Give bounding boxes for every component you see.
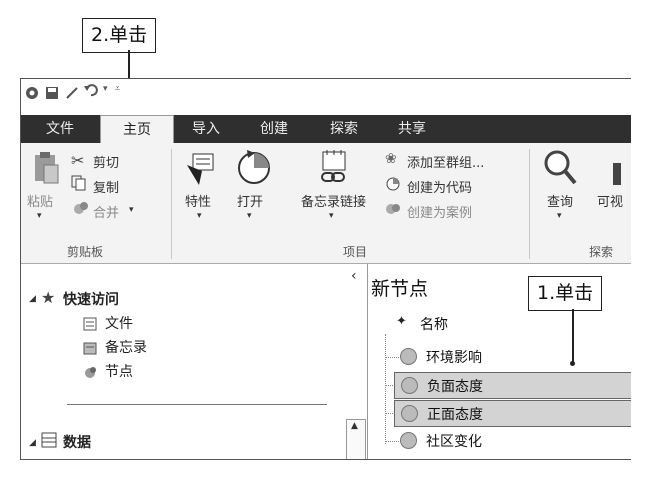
nav-data[interactable]: 数据 [63, 435, 91, 451]
expand-arrow-icon[interactable]: ◢ [29, 294, 36, 304]
memo-link-dropdown-icon[interactable]: ▾ [329, 211, 334, 221]
callout-step-2: 2.单击 [82, 18, 157, 53]
memo-link-label: 备忘录链接 [301, 195, 367, 210]
create-as-case-icon [385, 200, 401, 220]
merge-dropdown-icon[interactable]: ▾ [129, 205, 134, 215]
save-icon[interactable] [45, 85, 59, 104]
properties-dropdown-icon[interactable]: ▾ [197, 211, 202, 221]
node-name: 环境影响 [426, 350, 482, 366]
paste-button[interactable]: 粘贴 ▾ [25, 145, 65, 235]
node-name: 正面态度 [427, 407, 483, 423]
clipboard-icon [33, 151, 59, 189]
node-name: 社区变化 [426, 434, 482, 450]
app-window: ▾ ⩡ 文件 主页 导入 创建 探索 共享 粘贴 ▾ ✂ 剪切 复制 合并 ▾ … [20, 78, 631, 460]
add-to-group-button[interactable]: 添加至群组... [407, 156, 485, 171]
list-item[interactable]: 社区变化 [394, 428, 631, 453]
memo-link-button[interactable]: 备忘录链接 ▾ [293, 145, 373, 235]
copy-button[interactable]: 复制 [93, 181, 120, 196]
pin-icon: ✦ [396, 314, 407, 329]
node-name: 负面态度 [427, 379, 483, 395]
quick-access-toolbar: ▾ ⩡ [21, 79, 631, 105]
copy-icon [71, 175, 87, 195]
memos-icon [83, 340, 97, 359]
open-button[interactable]: 打开 ▾ [231, 145, 271, 235]
tree-connector [385, 385, 399, 386]
tab-create[interactable]: 创建 [260, 121, 288, 137]
open-icon [237, 149, 271, 189]
bar-chart-icon [611, 161, 631, 189]
create-as-code-button[interactable]: 创建为代码 [407, 181, 473, 196]
query-button[interactable]: 查询 ▾ [537, 145, 583, 235]
group-divider [529, 149, 530, 259]
properties-button[interactable]: 特性 ▾ [179, 145, 223, 235]
magnifier-icon [543, 149, 577, 189]
nav-nodes[interactable]: 节点 [105, 364, 133, 380]
open-dropdown-icon[interactable]: ▾ [247, 211, 252, 221]
undo-icon[interactable] [83, 82, 101, 102]
callout-step-1-leader [572, 309, 574, 363]
nav-files[interactable]: 文件 [105, 316, 133, 332]
data-icon [41, 432, 57, 452]
ribbon-home: 粘贴 ▾ ✂ 剪切 复制 合并 ▾ 剪贴板 特性 ▾ 打开 ▾ [21, 143, 631, 264]
properties-label: 特性 [185, 195, 212, 210]
edit-icon[interactable] [65, 85, 79, 104]
navigation-pane: ‹ ◢ ★ 快速访问 文件 备忘录 节点 ▲ ◢ 数据 [21, 264, 368, 459]
create-as-code-icon [385, 175, 401, 195]
undo-dropdown-icon[interactable]: ▾ [103, 84, 108, 94]
files-icon [83, 316, 97, 335]
list-item[interactable]: 环境影响 [394, 344, 631, 369]
paste-dropdown-icon[interactable]: ▾ [37, 211, 42, 221]
customize-toolbar-icon[interactable]: ⩡ [115, 84, 121, 94]
nav-memos[interactable]: 备忘录 [105, 340, 147, 356]
tab-home[interactable]: 主页 [100, 115, 174, 144]
tab-explore[interactable]: 探索 [330, 121, 358, 137]
visualize-label: 可视 [597, 195, 624, 210]
tab-file[interactable]: 文件 [46, 121, 74, 137]
tree-connector [385, 441, 399, 442]
paste-label: 粘贴 [27, 195, 54, 210]
add-to-group-icon: ❀ [385, 151, 397, 167]
cut-icon: ✂ [71, 151, 85, 170]
tree-connector [385, 413, 399, 414]
item-group-label: 项目 [343, 245, 368, 259]
callout-step-1-dot [570, 361, 575, 366]
quick-access-icon: ★ [41, 288, 56, 307]
tab-import[interactable]: 导入 [192, 121, 220, 137]
properties-icon [185, 151, 217, 189]
group-divider [171, 149, 172, 259]
visualize-button[interactable]: 可视 [593, 145, 631, 235]
detail-title: 新节点 [371, 278, 429, 300]
collapse-pane-button[interactable]: ‹ [351, 268, 357, 284]
divider [67, 404, 327, 405]
node-icon [401, 405, 418, 422]
tree-connector [385, 357, 399, 358]
query-label: 查询 [547, 195, 574, 210]
create-as-case-button[interactable]: 创建为案例 [407, 206, 473, 221]
cut-button[interactable]: 剪切 [93, 156, 120, 171]
query-dropdown-icon[interactable]: ▾ [557, 211, 562, 221]
nodes-icon [83, 364, 97, 383]
tab-share[interactable]: 共享 [398, 121, 426, 137]
nav-quick-access[interactable]: 快速访问 [63, 292, 119, 308]
explore-group-label: 探索 [589, 245, 614, 259]
clipboard-group-label: 剪贴板 [67, 245, 104, 259]
memo-link-icon [317, 149, 349, 189]
list-item[interactable]: 正面态度 [394, 400, 631, 427]
node-icon [400, 348, 417, 365]
scroll-up-icon[interactable]: ▲ [351, 421, 358, 431]
merge-icon [73, 200, 89, 220]
open-label: 打开 [237, 195, 264, 210]
expand-arrow-icon[interactable]: ◢ [29, 438, 36, 448]
callout-step-1: 1.单击 [528, 276, 603, 311]
tree-connector [385, 334, 386, 444]
column-header-name[interactable]: 名称 [420, 317, 448, 333]
app-icon[interactable] [25, 85, 39, 104]
merge-button[interactable]: 合并 [93, 206, 120, 221]
node-icon [400, 432, 417, 449]
list-item[interactable]: 负面态度 [394, 372, 631, 399]
node-icon [401, 377, 418, 394]
scrollbar[interactable]: ▲ [346, 419, 366, 459]
ribbon-tab-bar: 文件 主页 导入 创建 探索 共享 [21, 115, 631, 144]
